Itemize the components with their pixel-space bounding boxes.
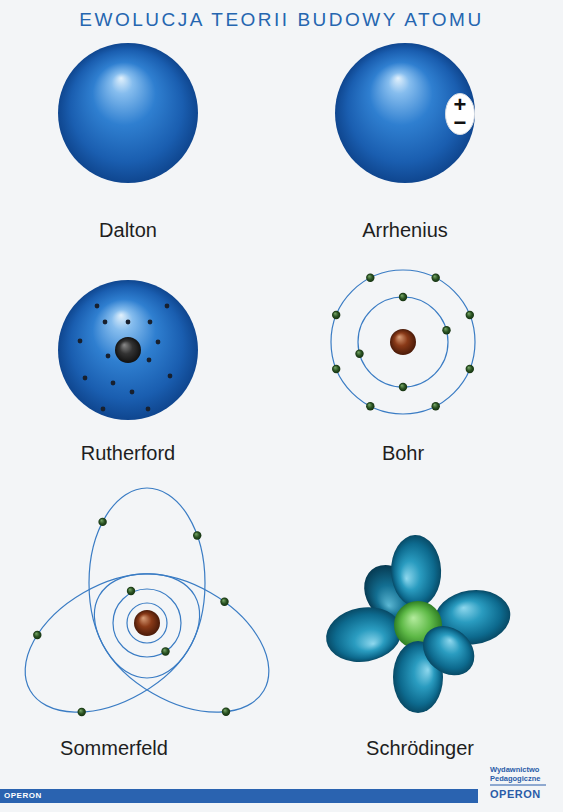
publisher-logo: OPERON — [490, 787, 560, 801]
page-title: EWOLUCJA TEORII BUDOWY ATOMU — [0, 8, 563, 32]
charge-sign: + — [454, 96, 467, 114]
footer-publisher: OPERON — [4, 790, 124, 802]
atom-model: Dalton — [18, 40, 238, 242]
charge-symbol: +− — [445, 93, 475, 135]
model-name: Sommerfeld — [60, 736, 168, 760]
model-name: Arrhenius — [362, 218, 448, 242]
atom-model: Rutherford — [18, 268, 238, 465]
publisher-name: Wydawnictwo Pedagogiczne — [490, 766, 550, 783]
model-name: Dalton — [99, 218, 157, 242]
atom-model: Schrödinger — [310, 480, 530, 760]
model-name: Bohr — [382, 441, 424, 465]
atom-model: Bohr — [293, 268, 513, 465]
atom-model: Arrhenius +− — [295, 40, 515, 242]
atom-model: Sommerfeld — [0, 480, 229, 760]
model-name: Schrödinger — [366, 736, 474, 760]
model-name: Rutherford — [81, 441, 176, 465]
charge-sign: − — [454, 114, 467, 132]
